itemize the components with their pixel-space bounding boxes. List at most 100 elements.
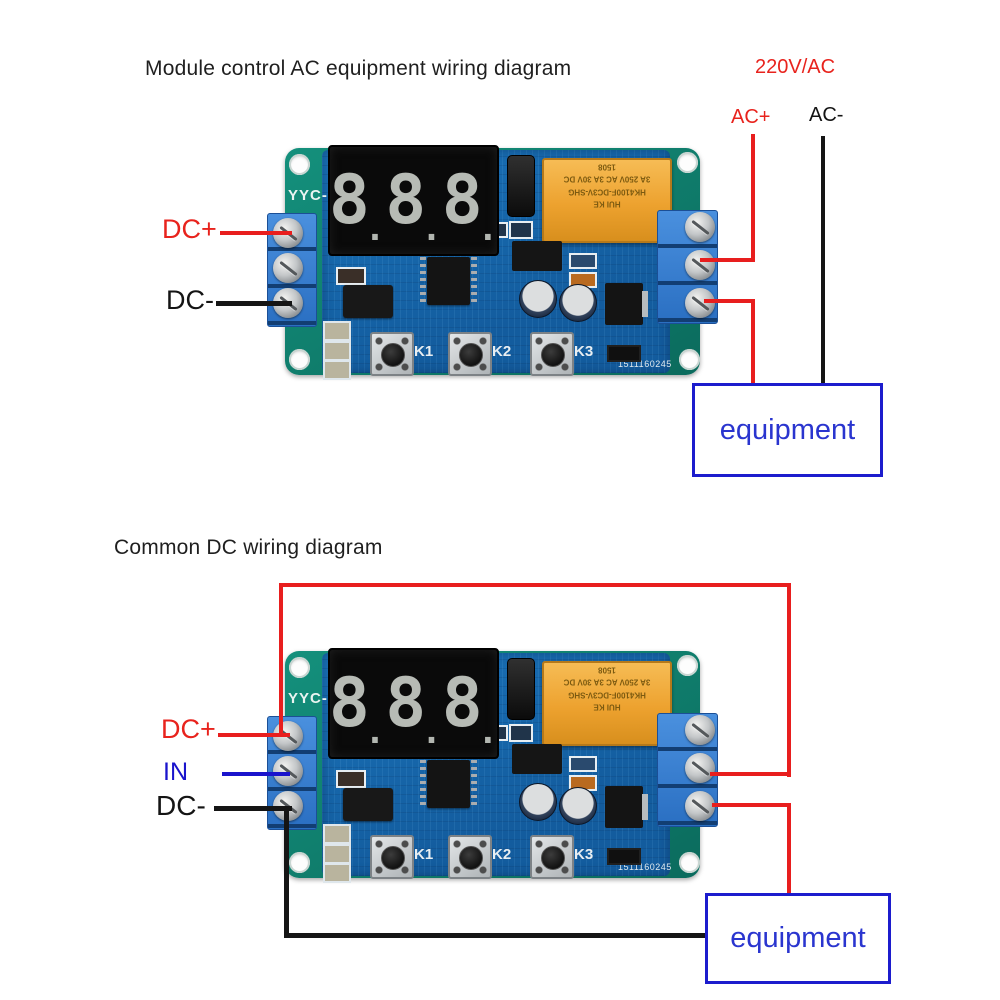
jumper-header [607,848,641,865]
mounting-hole [289,657,310,678]
wire-in-lead [222,772,290,776]
ic-pins [420,257,426,305]
smd-component [509,724,533,742]
transistor [512,744,562,774]
capacitor-component [507,155,535,217]
wire-ac-plus-vertical [751,134,755,262]
wire-relay-out-horizontal-2 [712,803,791,807]
transistor [512,241,562,271]
display-digit: 8 [441,663,483,743]
electrolytic-capacitor [559,284,597,322]
display-decimal-point: . [364,712,386,752]
display-digit: 8 [328,663,370,743]
terminal-screw-relay-com [685,753,715,783]
relay-date-code: 1508 [598,665,616,675]
terminal-screw-relay-no [685,791,715,821]
wire-loop-horizontal-top [279,583,791,587]
button-label-k1: K1 [414,343,434,360]
display-digit: 8 [385,160,426,240]
smd-component [336,267,366,285]
voltage-regulator [605,786,648,828]
serial-number: 1511160245 [618,862,672,872]
mounting-hole [677,655,698,676]
equipment-box-ac-label: equipment [719,413,856,446]
button-k2 [448,835,492,879]
display-decimal-point: . [421,209,442,249]
display-digit: 8 [385,663,426,743]
seven-segment-display: 8.8.8. [328,648,499,759]
ic-pins [420,760,426,808]
terminal-screw-in [273,756,303,786]
display-decimal-point: . [364,209,386,249]
dc-plus-label: DC+ [162,214,217,244]
button-label-k2: K2 [492,343,512,360]
mounting-hole [289,349,310,370]
wire-relay-out-vertical-2 [787,803,791,895]
wire-relay-out-vertical [751,299,755,387]
mounting-hole [289,154,310,175]
mounting-hole [679,349,700,370]
wire-ac-minus-vertical [821,136,825,387]
wire-relay-out-horizontal [704,299,755,303]
smd-component [323,341,351,361]
relay-rating: 3A 250V AC 3A 30V DC [563,677,651,687]
display-digit: 8 [328,160,370,240]
wire-dc-minus-lead-2 [214,806,292,811]
button-k3 [530,835,574,879]
button-k1 [370,332,414,376]
dc-plus-label-2: DC+ [161,714,216,744]
wire-dc-plus-lead [220,231,292,235]
relay-markings: HUI KE HK4100F-DC3V-SHG 3A 250V AC 3A 30… [544,160,670,215]
jumper-header [607,345,641,362]
wire-loop-into-terminal [710,772,791,776]
terminal-screw-relay-com [685,250,715,280]
smd-component [323,844,351,864]
relay-part-number: HK4100F-DC3V-SHG [568,690,646,700]
smd-component [323,321,351,341]
smd-component [336,770,366,788]
supply-voltage-label: 220V/AC [755,56,836,78]
ic-pins [471,760,477,808]
smd-component [509,221,533,239]
button-k3 [530,332,574,376]
dc-minus-label-2: DC- [156,790,206,821]
silkscreen-model-label: YYC- [288,690,328,707]
wire-black-horizontal [284,933,708,938]
wire-loop-vertical-right [787,583,791,777]
ac-diagram-title: Module control AC equipment wiring diagr… [145,57,572,80]
mounting-hole [289,852,310,873]
equipment-box-dc: equipment [705,893,891,984]
relay-date-code: 1508 [598,162,616,172]
optocoupler-chip [343,788,393,821]
smd-component [569,756,597,772]
relay-markings: HUI KE HK4100F-DC3V-SHG 3A 250V AC 3A 30… [544,663,670,718]
ac-plus-label: AC+ [731,106,771,128]
button-label-k2: K2 [492,846,512,863]
dc-minus-label: DC- [166,285,214,315]
electrolytic-capacitor [559,787,597,825]
voltage-regulator [605,283,648,325]
electrolytic-capacitor [519,783,557,821]
relay-brand: HUI KE [593,199,621,209]
terminal-screw [685,715,715,745]
equipment-box-dc-label: equipment [730,922,866,954]
button-label-k1: K1 [414,846,434,863]
relay: HUI KE HK4100F-DC3V-SHG 3A 250V AC 3A 30… [542,158,672,243]
relay: HUI KE HK4100F-DC3V-SHG 3A 250V AC 3A 30… [542,661,672,746]
display-decimal-point: . [477,712,499,752]
terminal-screw-relay-no [685,288,715,318]
button-k1 [370,835,414,879]
display-digit: 8 [441,160,483,240]
silkscreen-model-label: YYC- [288,187,328,204]
ac-minus-label: AC- [809,104,844,126]
button-label-k3: K3 [574,846,594,863]
wire-black-vertical [284,808,289,938]
wire-ac-plus-horizontal [700,258,755,262]
seven-segment-display: 8.8.8. [328,145,499,256]
smd-component [323,863,351,883]
dc-diagram-title: Common DC wiring diagram [114,536,383,559]
relay-rating: 3A 250V AC 3A 30V DC [563,174,651,184]
relay-part-number: HK4100F-DC3V-SHG [568,187,646,197]
display-decimal-point: . [477,209,499,249]
